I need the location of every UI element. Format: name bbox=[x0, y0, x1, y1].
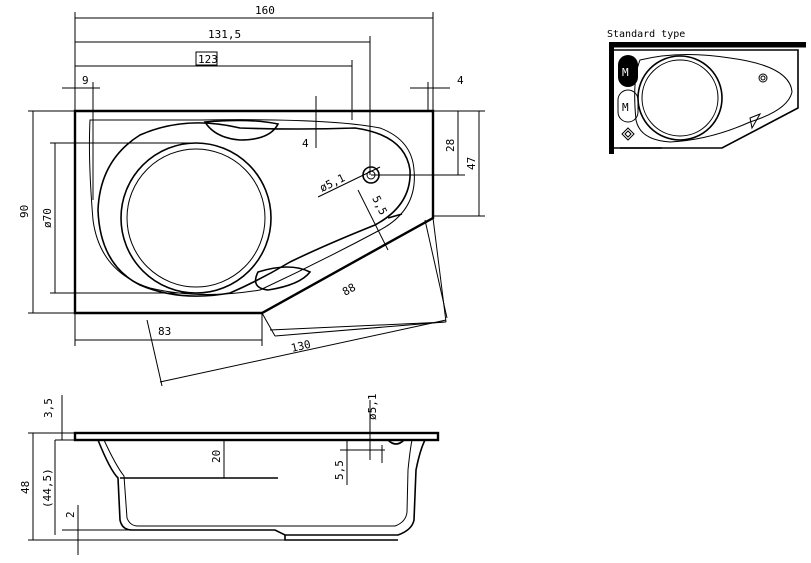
inset-tub bbox=[614, 49, 799, 149]
inset-mixer-top bbox=[618, 55, 638, 87]
basin-outer bbox=[120, 142, 272, 294]
dim-88: 88 bbox=[340, 281, 358, 299]
side-inner bbox=[103, 439, 413, 527]
basin-inner bbox=[126, 148, 266, 288]
dim-5-5-side: 5,5 bbox=[333, 460, 346, 480]
side-view: 3,5 48 (44,5) 2 20 ø5,1 5,5 bbox=[19, 394, 440, 555]
dim-123: 123 bbox=[198, 53, 218, 66]
tub-inner-rim bbox=[88, 119, 415, 296]
dim-20: 20 bbox=[210, 450, 223, 463]
dim-48: 48 bbox=[19, 481, 32, 494]
dim-47: 47 bbox=[465, 157, 478, 170]
dim-overflow: ø5,1 bbox=[366, 394, 379, 421]
headrest-top bbox=[203, 119, 280, 141]
dim-3-5: 3,5 bbox=[42, 398, 55, 418]
inset-mark-top: M bbox=[622, 66, 629, 79]
dim-131-5: 131,5 bbox=[208, 28, 241, 41]
overflow-slot bbox=[387, 213, 403, 219]
inset-basin bbox=[637, 55, 723, 141]
headrest-bottom bbox=[254, 266, 312, 291]
dim-160: 160 bbox=[255, 4, 275, 17]
inset-valve-icon bbox=[621, 127, 635, 141]
dim-4-inner: 4 bbox=[302, 137, 309, 150]
dim-5-5: 5,5 bbox=[369, 194, 389, 218]
dim-28: 28 bbox=[444, 139, 457, 152]
inset-mark-bottom: M bbox=[622, 101, 629, 114]
side-rim bbox=[73, 431, 440, 442]
side-overflow bbox=[387, 439, 405, 445]
dim-130: 130 bbox=[290, 338, 312, 355]
inset-mixer-bottom bbox=[617, 89, 639, 123]
standard-type-inset: Standard type M M bbox=[607, 29, 806, 154]
inset-wall-top bbox=[609, 42, 806, 47]
inset-drain bbox=[758, 73, 768, 83]
tub-outline bbox=[73, 109, 435, 315]
side-body bbox=[97, 439, 426, 536]
dim-drain: ø5,1 bbox=[318, 171, 348, 194]
tub-contour bbox=[97, 122, 411, 297]
top-view: 160 131,5 123 9 4 90 ø70 4 ø5,1 bbox=[18, 4, 485, 387]
dim-4-right: 4 bbox=[457, 74, 464, 87]
dim-2: 2 bbox=[64, 511, 77, 518]
inset-title: Standard type bbox=[607, 29, 685, 40]
dim-83: 83 bbox=[158, 325, 171, 338]
dim-90: 90 bbox=[18, 205, 31, 218]
dim-9: 9 bbox=[82, 74, 89, 87]
dim-44-5: (44,5) bbox=[41, 468, 54, 508]
dim-diameter-70: ø70 bbox=[41, 208, 54, 228]
inset-wall-left bbox=[609, 42, 614, 154]
